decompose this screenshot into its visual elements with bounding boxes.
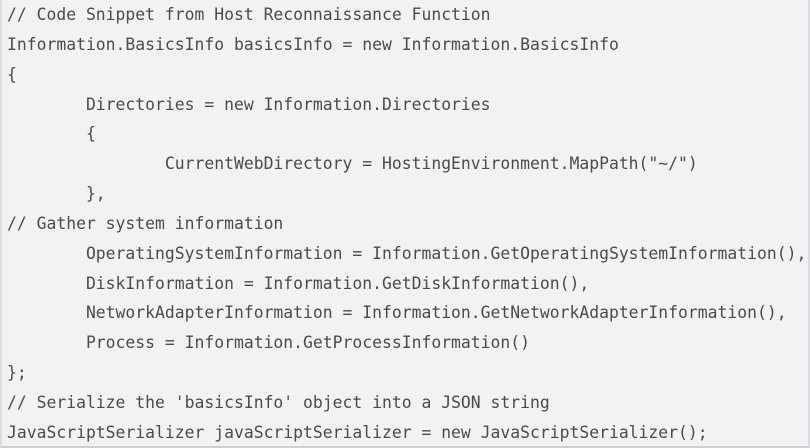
code-line: // Gather system information: [7, 213, 284, 233]
code-line: {: [7, 64, 17, 84]
code-line: Process = Information.GetProcessInformat…: [7, 333, 531, 353]
code-line: // Code Snippet from Host Reconnaissance…: [7, 5, 491, 24]
code-line: },: [7, 184, 106, 204]
code-line: CurrentWebDirectory = HostingEnvironment…: [7, 154, 698, 174]
code-line: OperatingSystemInformation = Information…: [7, 243, 807, 263]
code-line: {: [7, 124, 96, 144]
code-line: JavaScriptSerializer javaScriptSerialize…: [7, 422, 708, 442]
code-line: Directories = new Information.Directorie…: [7, 94, 491, 114]
code-line: DiskInformation = Information.GetDiskInf…: [7, 273, 590, 293]
code-line: NetworkAdapterInformation = Information.…: [7, 303, 787, 323]
code-line: };: [7, 363, 27, 383]
code-line: // Serialize the 'basicsInfo' object int…: [7, 392, 550, 412]
code-line: Information.BasicsInfo basicsInfo = new …: [7, 34, 619, 54]
